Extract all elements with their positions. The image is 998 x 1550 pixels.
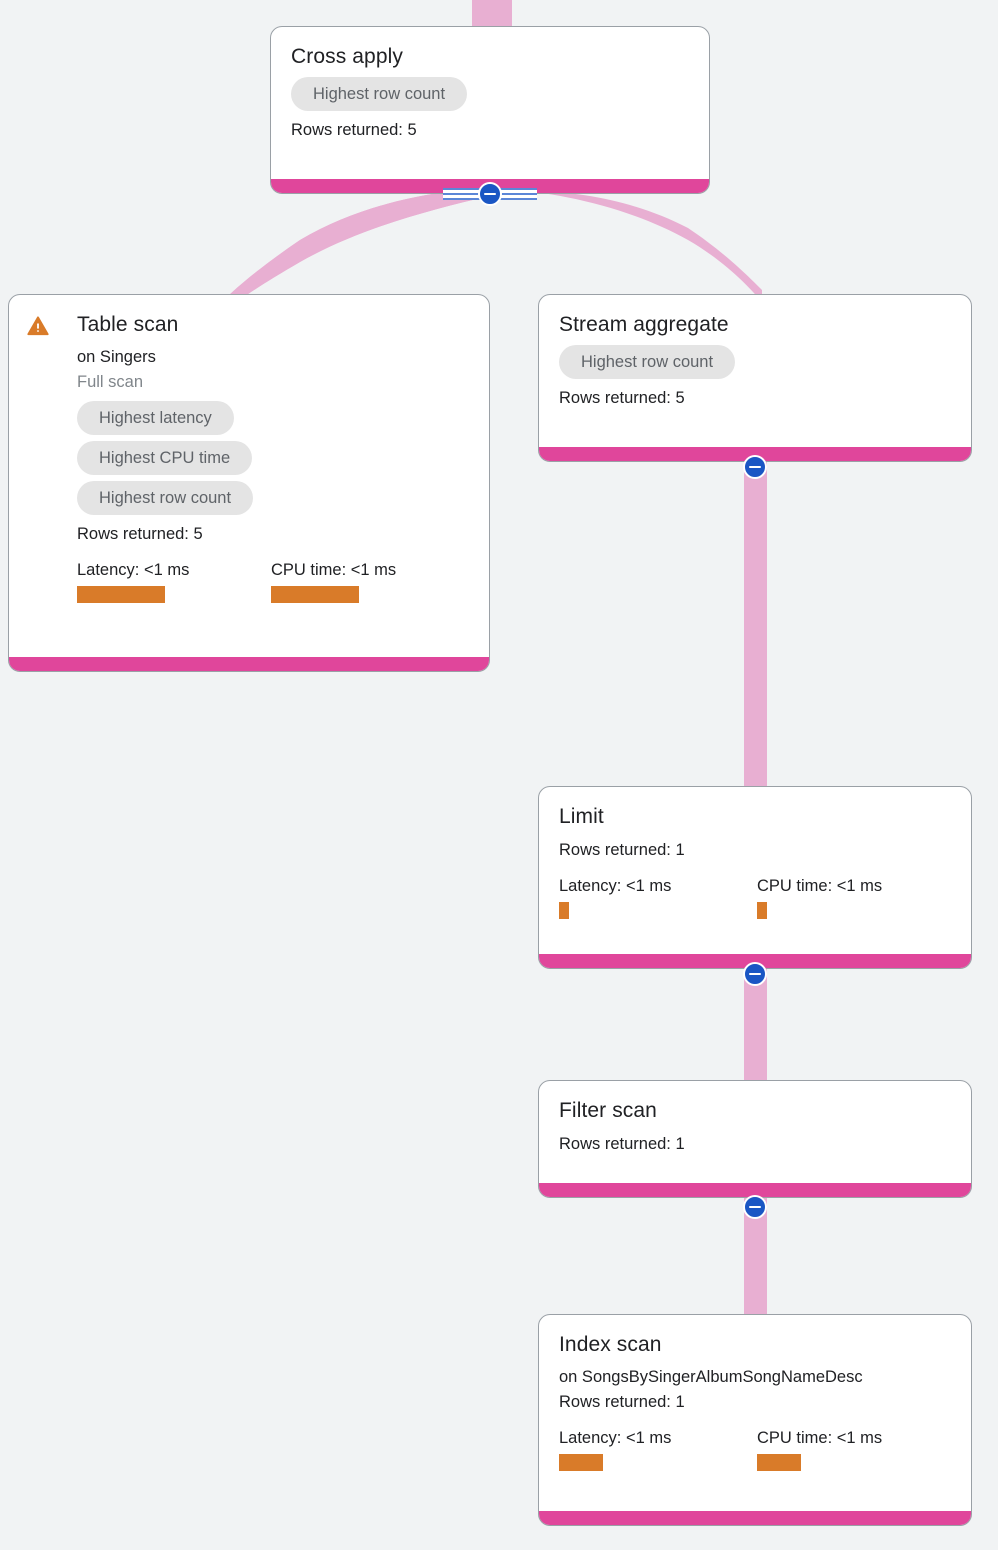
node-title: Cross apply	[291, 45, 403, 68]
edge-cross-apply-to-stream-aggregate	[489, 188, 762, 302]
rows-returned: Rows returned: 1	[559, 1393, 685, 1411]
edge-filter-scan-to-index-scan	[744, 1185, 767, 1325]
metric-latency: Latency: <1 ms	[77, 559, 271, 603]
warning-icon	[27, 316, 49, 336]
node-title-row: Table scan on Singers Full scan Highest …	[27, 311, 469, 603]
rows-returned: Rows returned: 1	[559, 841, 685, 859]
node-table-scan[interactable]: Table scan on Singers Full scan Highest …	[8, 294, 490, 672]
node-body: Filter scan Rows returned: 1	[539, 1081, 971, 1183]
metric-latency-bar	[559, 1454, 603, 1471]
node-body: Stream aggregate Highest row count Rows …	[539, 295, 971, 447]
node-target: on SongsBySingerAlbumSongNameDesc	[559, 1368, 863, 1386]
edge-stub-top	[472, 0, 512, 30]
node-chip-list: Highest latency Highest CPU time Highest…	[77, 401, 396, 515]
metric-cpu-time-label: CPU time: <1 ms	[271, 561, 397, 579]
node-footer-accent	[539, 447, 971, 461]
collapse-button-cross-apply[interactable]	[478, 182, 502, 206]
chip-highest-row-count: Highest row count	[291, 77, 468, 111]
node-metrics: Latency: <1 ms CPU time: <1 ms	[77, 559, 396, 603]
chip-highest-row-count: Highest row count	[559, 345, 736, 379]
metric-latency-label: Latency: <1 ms	[559, 1429, 672, 1447]
node-body: Index scan on SongsBySingerAlbumSongName…	[539, 1315, 971, 1511]
node-title: Limit	[559, 805, 604, 828]
rows-returned: Rows returned: 5	[559, 389, 685, 407]
node-chip-list: Highest row count	[291, 77, 689, 111]
node-body: Cross apply Highest row count Rows retur…	[271, 27, 709, 179]
node-limit[interactable]: Limit Rows returned: 1 Latency: <1 ms CP…	[538, 786, 972, 969]
node-footer-accent	[539, 1511, 971, 1525]
node-metrics: Latency: <1 ms CPU time: <1 ms	[559, 1427, 951, 1471]
edge-limit-to-filter-scan	[744, 955, 767, 1095]
metric-cpu-time-bar	[271, 586, 359, 603]
node-metrics: Latency: <1 ms CPU time: <1 ms	[559, 875, 951, 919]
metric-latency: Latency: <1 ms	[559, 1427, 757, 1471]
node-scan-type: Full scan	[77, 373, 144, 391]
node-body: Table scan on Singers Full scan Highest …	[9, 295, 489, 657]
rows-returned: Rows returned: 5	[291, 121, 417, 139]
chip-highest-latency: Highest latency	[77, 401, 234, 435]
metric-cpu-time-label: CPU time: <1 ms	[757, 877, 883, 895]
edge-stream-aggregate-to-limit	[744, 452, 767, 797]
node-title-row: Stream aggregate	[559, 311, 951, 339]
collapse-button-filter-scan[interactable]	[743, 1195, 767, 1219]
collapse-button-limit[interactable]	[743, 962, 767, 986]
node-filter-scan[interactable]: Filter scan Rows returned: 1	[538, 1080, 972, 1198]
node-body: Limit Rows returned: 1 Latency: <1 ms CP…	[539, 787, 971, 954]
metric-cpu-time: CPU time: <1 ms	[757, 875, 882, 919]
metric-latency-label: Latency: <1 ms	[77, 561, 190, 579]
metric-cpu-time: CPU time: <1 ms	[757, 1427, 882, 1471]
metric-cpu-time-bar	[757, 1454, 801, 1471]
rows-returned: Rows returned: 5	[77, 525, 203, 543]
collapse-button-stream-aggregate[interactable]	[743, 455, 767, 479]
node-title: Stream aggregate	[559, 313, 729, 336]
metric-latency: Latency: <1 ms	[559, 875, 757, 919]
node-index-scan[interactable]: Index scan on SongsBySingerAlbumSongName…	[538, 1314, 972, 1526]
chip-highest-cpu-time: Highest CPU time	[77, 441, 253, 475]
metric-cpu-time-bar	[757, 902, 767, 919]
node-footer-accent	[539, 1183, 971, 1197]
edge-cross-apply-to-table-scan-body	[224, 188, 489, 312]
metric-latency-label: Latency: <1 ms	[559, 877, 672, 895]
rows-returned: Rows returned: 1	[559, 1135, 685, 1153]
metric-cpu-time-label: CPU time: <1 ms	[757, 1429, 883, 1447]
metric-latency-bar	[77, 586, 165, 603]
node-title: Index scan	[559, 1333, 662, 1356]
node-footer-accent	[9, 657, 489, 671]
metric-latency-bar	[559, 902, 569, 919]
node-chip-list: Highest row count	[559, 345, 951, 379]
node-cross-apply[interactable]: Cross apply Highest row count Rows retur…	[270, 26, 710, 194]
node-stream-aggregate[interactable]: Stream aggregate Highest row count Rows …	[538, 294, 972, 462]
node-title-row: Cross apply	[291, 43, 689, 71]
node-target: on Singers	[77, 348, 156, 366]
node-title: Table scan	[77, 313, 179, 336]
node-footer-accent	[539, 954, 971, 968]
metric-cpu-time: CPU time: <1 ms	[271, 559, 396, 603]
chip-highest-row-count: Highest row count	[77, 481, 254, 515]
node-title: Filter scan	[559, 1099, 657, 1122]
